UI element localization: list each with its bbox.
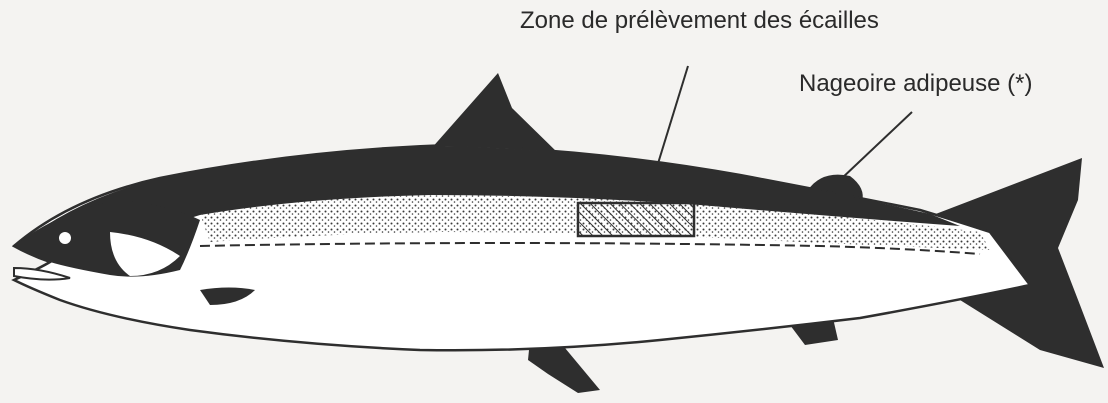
adipose-fin-label: Nageoire adipeuse (*) xyxy=(799,72,1032,96)
dorsal-fin xyxy=(430,73,560,155)
scale-zone-label: Zone de prélèvement des écailles xyxy=(520,9,879,33)
adipose-fin-leader-line xyxy=(840,112,912,180)
eye xyxy=(59,232,71,244)
scale-sampling-zone xyxy=(578,203,694,236)
